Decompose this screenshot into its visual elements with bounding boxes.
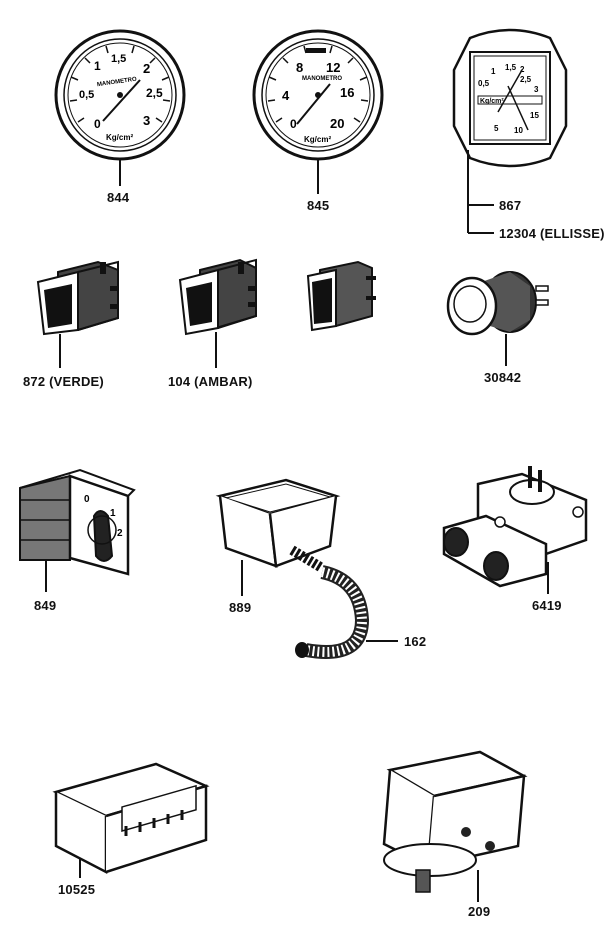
gauge-867-tick-0-5: 0,5 bbox=[478, 79, 490, 88]
gauge-867-tick-2-5: 2,5 bbox=[520, 75, 532, 84]
gauge-867-tick-5: 5 bbox=[494, 124, 499, 133]
gauge-845-tick-0: 0 bbox=[290, 117, 297, 131]
gauge-845-tick-12: 12 bbox=[326, 60, 340, 75]
rotary-switch-849-tick-0: 0 bbox=[84, 494, 90, 505]
part-code-844: 844 bbox=[107, 190, 130, 205]
part-code-162: 162 bbox=[404, 634, 427, 649]
gauge-867-unit: Kg/cm² bbox=[480, 98, 504, 105]
gauge-867-tick-10: 10 bbox=[514, 126, 523, 135]
gauge-845-tick-16: 16 bbox=[340, 85, 354, 100]
gauge-844-tick-0-5: 0,5 bbox=[79, 89, 94, 101]
part-code-845: 845 bbox=[307, 198, 330, 213]
part-code-104-ambar: 104 (AMBAR) bbox=[168, 374, 253, 389]
part-code-867: 867 bbox=[499, 198, 522, 213]
part-code-10525: 10525 bbox=[58, 882, 96, 897]
gauge-844-unit: Kg/cm² bbox=[106, 133, 133, 142]
part-code-849: 849 bbox=[34, 598, 57, 613]
gauge-867-tick-1-5: 1,5 bbox=[505, 63, 517, 72]
gauge-844-tick-3: 3 bbox=[143, 113, 150, 128]
part-code-889: 889 bbox=[229, 600, 252, 615]
part-code-6419: 6419 bbox=[532, 598, 562, 613]
gauge-845-brand: MANOMETRO bbox=[302, 76, 342, 82]
gauge-844-tick-1: 1 bbox=[94, 59, 101, 73]
gauge-845-tick-8: 8 bbox=[296, 60, 303, 75]
part-code-209: 209 bbox=[468, 904, 491, 919]
gauge-845-unit: Kg/cm² bbox=[304, 135, 331, 144]
gauge-844-tick-0: 0 bbox=[94, 117, 101, 131]
rotary-switch-849-tick-1: 1 bbox=[110, 508, 116, 519]
gauge-845-tick-20: 20 bbox=[330, 116, 344, 131]
gauge-867-tick-2: 2 bbox=[520, 65, 525, 74]
gauge-867-tick-3: 3 bbox=[534, 85, 539, 94]
gauge-844-tick-2: 2 bbox=[143, 61, 150, 76]
gauge-844-tick-2-5: 2,5 bbox=[146, 86, 163, 100]
gauge-867-tick-15: 15 bbox=[530, 111, 539, 120]
gauge-845-tick-4: 4 bbox=[282, 88, 290, 103]
gauge-867-tick-1: 1 bbox=[491, 67, 496, 76]
gauge-844-brand: MANOMETRO bbox=[97, 77, 138, 89]
gauge-844-tick-1-5: 1,5 bbox=[111, 53, 126, 65]
rotary-switch-849-tick-2: 2 bbox=[117, 528, 123, 539]
part-code-30842: 30842 bbox=[484, 370, 522, 385]
part-code-872-verde: 872 (VERDE) bbox=[23, 374, 104, 389]
part-code-12304-ellisse: 12304 (ELLISSE) bbox=[499, 226, 605, 241]
